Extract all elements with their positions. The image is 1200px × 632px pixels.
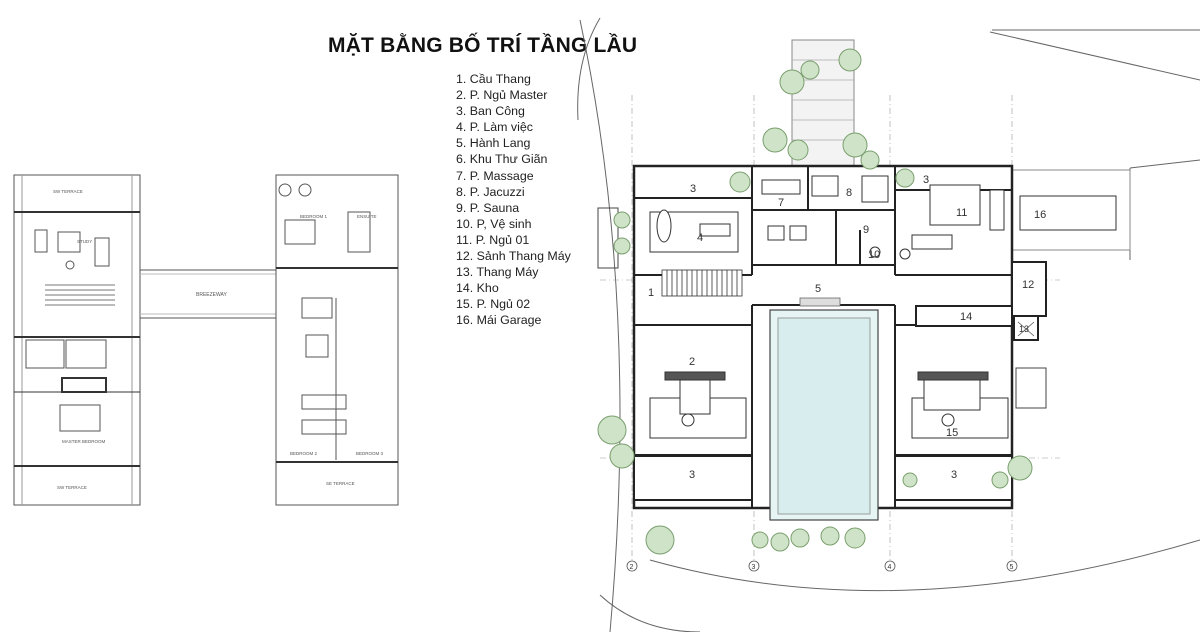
bedroom1-bed-icon bbox=[284, 219, 316, 245]
legend-item: 14. Kho bbox=[456, 281, 499, 296]
room-number-2: 2 bbox=[689, 356, 695, 368]
room-number-9: 9 bbox=[863, 224, 869, 236]
legend-item: 9. P. Sauna bbox=[456, 200, 520, 215]
legend-item: 13. Thang Máy bbox=[456, 265, 539, 280]
grid-marker-3: 3 bbox=[752, 564, 756, 571]
legend-item: 11. P. Ngủ 01 bbox=[456, 232, 530, 247]
room-number-3-bottom-left: 3 bbox=[689, 469, 695, 481]
bed-room11-icon bbox=[929, 184, 981, 226]
bedroom1-label: BEDROOM 1 bbox=[300, 214, 328, 219]
grid-lines bbox=[600, 95, 1060, 560]
building-outline bbox=[632, 164, 1014, 510]
legend-item: 6. Khu Thư Giãn bbox=[456, 152, 548, 167]
room-legend: 1. Cầu Thang 2. P. Ngủ Master 3. Ban Côn… bbox=[456, 71, 571, 329]
jacuzzi-icon bbox=[861, 175, 889, 203]
sw-terrace-top-label: SW TERRACE bbox=[53, 189, 83, 194]
study-label: STUDY bbox=[77, 239, 92, 244]
page-title: MẶT BẰNG BỐ TRÍ TẦNG LẦU bbox=[328, 34, 638, 57]
room-number-13: 13 bbox=[1019, 324, 1029, 334]
study-desk-icon bbox=[57, 231, 81, 253]
room-number-11: 11 bbox=[956, 207, 967, 219]
room-number-7: 7 bbox=[778, 197, 784, 209]
master-bed-icon bbox=[59, 404, 101, 432]
entry-walkway bbox=[791, 39, 855, 171]
legend-item: 8. P. Jacuzzi bbox=[456, 184, 525, 199]
grid-marker-2: 2 bbox=[630, 564, 634, 571]
left-stair bbox=[45, 284, 115, 306]
garage-roof bbox=[1019, 195, 1117, 231]
legend-item: 10. P, Vệ sinh bbox=[456, 216, 532, 231]
room-number-1: 1 bbox=[648, 287, 654, 299]
rug-room2 bbox=[649, 397, 747, 439]
site-boundary bbox=[577, 17, 1200, 632]
elevator-box bbox=[1013, 315, 1039, 341]
legend-item: 3. Ban Công bbox=[456, 104, 525, 119]
legend-item: 12. Sảnh Thang Máy bbox=[456, 249, 571, 264]
grid-marker-4: 4 bbox=[888, 564, 892, 571]
bedroom2-label: BEDROOM 2 bbox=[290, 451, 318, 456]
main-stair bbox=[661, 269, 743, 297]
bedroom3-label: BEDROOM 3 bbox=[356, 451, 384, 456]
legend-item: 4. P. Làm việc bbox=[456, 120, 533, 135]
trees bbox=[597, 48, 1033, 555]
se-terrace-label: SE TERRACE bbox=[326, 481, 355, 486]
legend-item: 1. Cầu Thang bbox=[456, 72, 531, 86]
legend-item: 2. P. Ngủ Master bbox=[456, 88, 548, 103]
room-number-3-top-left: 3 bbox=[690, 183, 696, 195]
bed-room2-icon bbox=[679, 377, 711, 415]
bed-room15-icon bbox=[923, 379, 981, 411]
legend-item: 16. Mái Garage bbox=[456, 313, 542, 328]
room-number-16: 16 bbox=[1034, 209, 1046, 221]
rug-room15 bbox=[911, 397, 1009, 439]
legend-item: 7. P. Massage bbox=[456, 168, 534, 183]
bedroom3-bed-icon bbox=[301, 419, 347, 435]
ensuite-label: ENSUITE bbox=[357, 214, 377, 219]
left-floor-plan: SW TERRACE STUDY BREEZEWAY BEDROOM 1 ENS… bbox=[13, 174, 399, 506]
bedroom2-bed-icon bbox=[301, 394, 347, 410]
room-number-12: 12 bbox=[1022, 279, 1034, 291]
desk-room4-icon bbox=[699, 223, 731, 237]
sw-terrace-bottom-label: SW TERRACE bbox=[57, 485, 87, 490]
room-number-5: 5 bbox=[815, 283, 821, 295]
room-number-14: 14 bbox=[960, 311, 972, 323]
room-number-8: 8 bbox=[846, 187, 852, 199]
room-number-10: 10 bbox=[868, 249, 880, 261]
master-bedroom-label: MASTER BEDROOM bbox=[62, 439, 106, 444]
left-block-outline bbox=[13, 174, 141, 506]
grid-marker-5: 5 bbox=[1010, 564, 1014, 571]
breezeway-label: BREEZEWAY bbox=[196, 292, 228, 298]
swimming-pool bbox=[769, 309, 879, 521]
room-number-3-top-right: 3 bbox=[923, 174, 929, 186]
room-number-4: 4 bbox=[697, 232, 703, 244]
legend-item: 5. Hành Lang bbox=[456, 136, 531, 151]
rug-room4 bbox=[649, 211, 739, 253]
room-number-15: 15 bbox=[946, 427, 958, 439]
right-block-outline bbox=[275, 174, 399, 506]
legend-item: 15. P. Ngủ 02 bbox=[456, 297, 531, 312]
room-number-3-bottom-right: 3 bbox=[951, 469, 957, 481]
